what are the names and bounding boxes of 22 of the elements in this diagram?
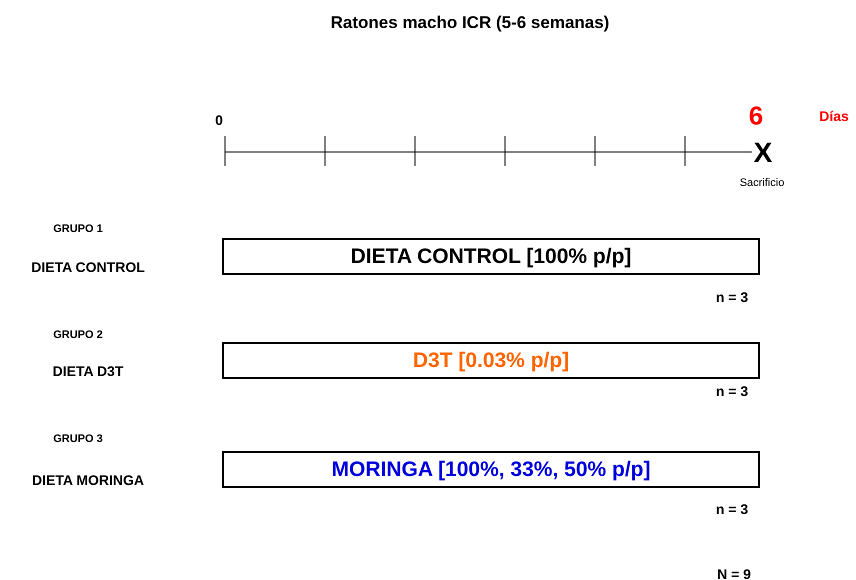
group-label: GRUPO 1 <box>53 223 103 235</box>
diet-bar <box>222 342 760 379</box>
diet-label: DIETA D3T <box>52 363 124 379</box>
sample-size: n = 3 <box>716 383 748 399</box>
total-count: N = 9 <box>717 566 751 580</box>
diet-text: MORINGA [100%, 33%, 50% p/p] <box>332 458 650 482</box>
sample-size: n = 3 <box>716 289 748 305</box>
diet-bar <box>222 238 760 275</box>
diet-label: DIETA MORINGA <box>32 472 144 488</box>
tick-label: 6 <box>748 100 764 132</box>
tick-label: 0 <box>215 112 223 128</box>
diet-text: D3T [0.03% p/p] <box>412 348 570 372</box>
group-label: GRUPO 2 <box>53 329 103 341</box>
diet-label: DIETA CONTROL <box>31 259 145 275</box>
diet-text: DIETA CONTROL [100% p/p] <box>350 244 632 268</box>
sample-size: n = 3 <box>716 501 748 517</box>
axis-unit: Días <box>819 108 849 124</box>
diet-bar <box>222 451 760 488</box>
group-label: GRUPO 3 <box>53 433 103 445</box>
sacrifice-label: Sacrificio <box>740 177 784 189</box>
sacrifice-mark: X <box>754 137 772 169</box>
title: Ratones macho ICR (5-6 semanas) <box>330 13 610 33</box>
